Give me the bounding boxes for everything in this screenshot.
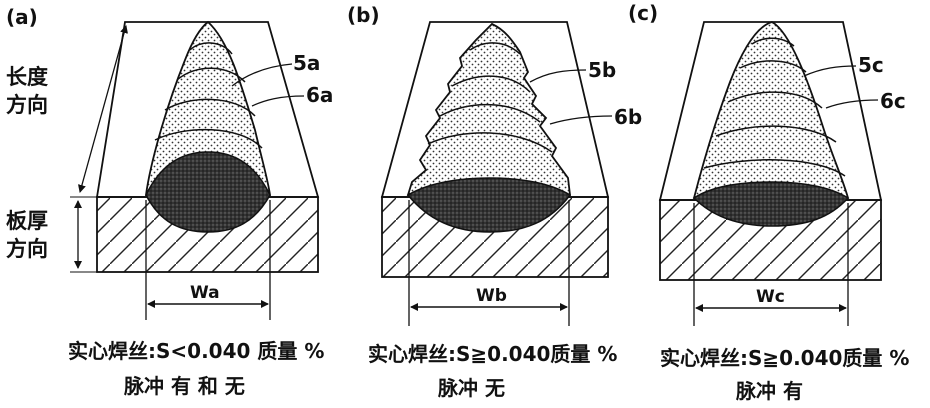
panel-a-ripples (154, 42, 263, 149)
svg-text:方向: 方向 (6, 237, 48, 261)
panel-b-tag: (b) (347, 3, 380, 27)
panel-b-caption-line1: 实心焊丝:S≧0.040质量 % (368, 342, 618, 366)
panel-a-caption-line1: 实心焊丝:S<0.040 质量 % (68, 339, 325, 363)
svg-text:长度: 长度 (6, 65, 48, 89)
panel-b-layer-label: 6b (614, 105, 642, 129)
svg-text:板厚: 板厚 (6, 209, 48, 233)
panel-a-width-label: Wa (190, 283, 220, 303)
thickness-direction-label: 板厚 方向 (6, 209, 48, 261)
panel-b-caption-line2: 脉冲 无 (438, 376, 505, 400)
panel-c-bead-label: 5c (858, 53, 884, 77)
panel-c-caption-line2: 脉冲 有 (736, 379, 803, 403)
panel-a-bead-label: 5a (293, 51, 320, 75)
panel-a-penetration (145, 151, 271, 233)
panel-a-layer-label: 6a (306, 83, 333, 107)
panel-b-bead-label: 5b (588, 58, 616, 82)
panel-c-penetration (692, 181, 850, 227)
panel-b-ripples (427, 42, 553, 153)
direction-arrows (70, 25, 128, 273)
length-direction-label: 长度 方向 (6, 65, 48, 117)
panel-b-penetration (406, 177, 572, 233)
panel-a-tag: (a) (6, 5, 38, 29)
panel-b: (b) Wb 5b 6b (347, 3, 642, 326)
panel-c-tag: (c) (628, 1, 658, 25)
panel-a: (a) Wa 5a 6a (6, 5, 333, 320)
svg-text:方向: 方向 (6, 93, 48, 117)
panel-c-width-label: Wc (756, 287, 785, 307)
panel-c-base-plate (659, 199, 882, 281)
panel-b-width-label: Wb (476, 286, 507, 306)
panel-c-caption-line1: 实心焊丝:S≧0.040质量 % (660, 346, 910, 370)
panel-c: (c) Wc 5c 6c (628, 1, 906, 326)
panel-c-ripples (703, 37, 846, 177)
panel-b-bead (406, 22, 572, 196)
panel-c-layer-label: 6c (880, 89, 906, 113)
panel-a-caption-line2: 脉冲 有 和 无 (124, 374, 245, 398)
